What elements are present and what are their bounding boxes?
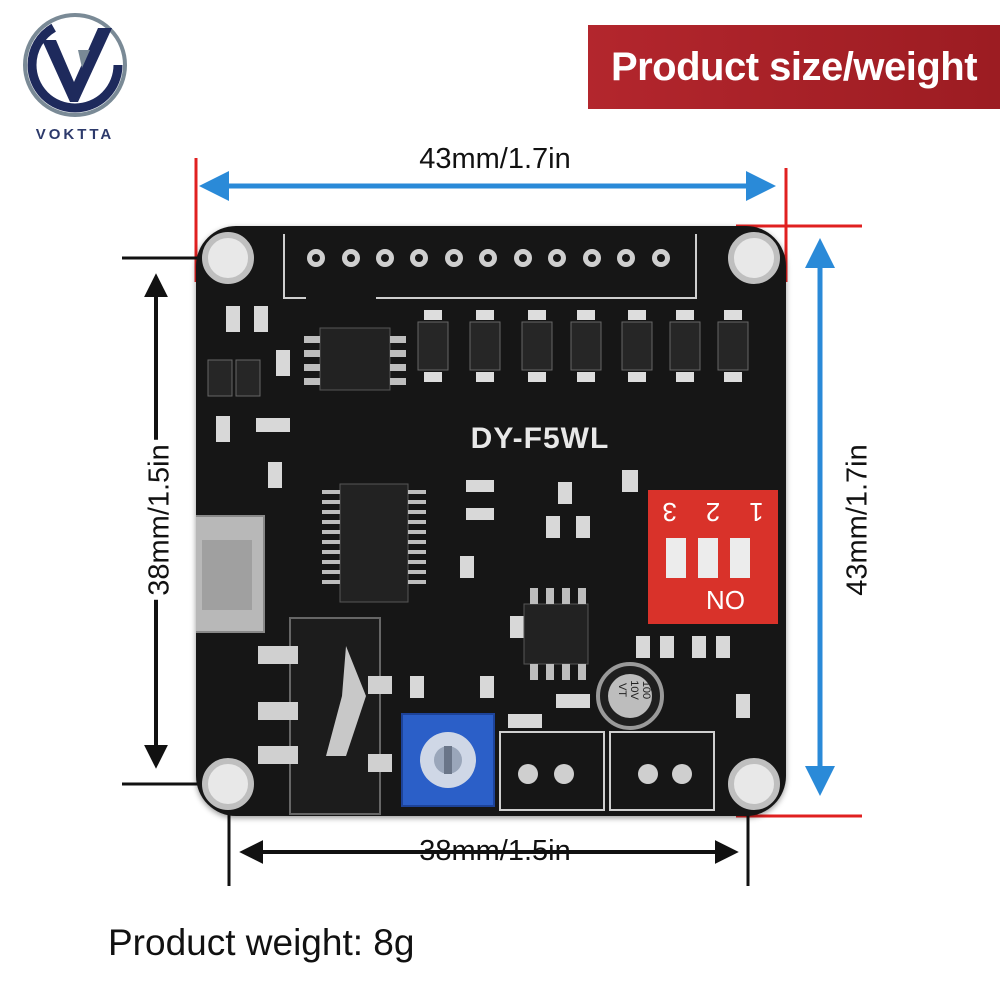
pcb-components bbox=[196, 234, 778, 815]
title-banner: Product size/weight bbox=[588, 25, 1000, 109]
mounting-hole bbox=[202, 232, 254, 284]
dip-switch-numbers: 1 2 3 bbox=[662, 497, 764, 527]
board-model-label: DY-F5WL bbox=[470, 422, 610, 455]
banner-title: Product size/weight bbox=[610, 44, 978, 89]
mounting-hole bbox=[728, 758, 780, 810]
dip-on-label: ON bbox=[706, 585, 745, 615]
bottom-width-label: 38mm/1.5in bbox=[419, 835, 571, 867]
capacitor-label: 100 10V VT bbox=[616, 680, 652, 700]
voktta-logo-icon bbox=[20, 10, 130, 120]
top-width-label: 43mm/1.7in bbox=[419, 143, 571, 175]
mounting-hole bbox=[728, 232, 780, 284]
right-height-label: 43mm/1.7in bbox=[841, 440, 875, 600]
logo-text: VOKTTA bbox=[35, 126, 115, 143]
product-weight: Product weight: 8g bbox=[108, 922, 415, 963]
mounting-hole bbox=[202, 758, 254, 810]
pcb-board: DY-F5WL 1 2 3 ON 100 10V VT bbox=[196, 226, 786, 816]
left-height-label: 38mm/1.5in bbox=[143, 440, 177, 600]
